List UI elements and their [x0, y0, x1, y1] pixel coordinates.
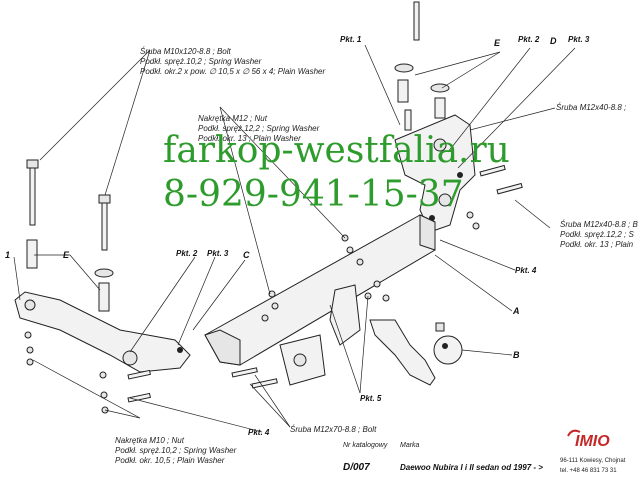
marker-pkt5: Pkt. 5 [360, 394, 382, 403]
svg-text:Podkł. okr. 10,5 ; Plain Washe: Podkł. okr. 10,5 ; Plain Washer [115, 456, 225, 465]
marker-e-top: E [494, 38, 501, 48]
top-bolts [394, 1, 450, 131]
marker-e-left: E [63, 250, 70, 260]
marker-pkt1-top: Pkt. 1 [340, 35, 362, 44]
marker-a: A [512, 306, 520, 316]
label-nut-m10: Nakrętka M10 ; Nut Podkł. spręż.10,2 ; S… [115, 436, 237, 465]
marker-pkt3-top: Pkt. 3 [568, 35, 590, 44]
left-bolts [24, 159, 114, 414]
svg-text:Podkł. spręż.10,2 ; Spring Was: Podkł. spręż.10,2 ; Spring Washer [115, 446, 237, 455]
cross-beam [204, 214, 436, 366]
marker-c: C [243, 250, 250, 260]
marker-pkt2-top: Pkt. 2 [518, 35, 540, 44]
marker-pkt3-left: Pkt. 3 [207, 249, 229, 258]
label-bolt-m12x70: Śruba M12x70-8.8 ; Bolt [290, 425, 377, 434]
leader-lines [13, 44, 576, 433]
svg-text:Podkł. okr. 13 ; Plain Washer: Podkł. okr. 13 ; Plain Washer [198, 134, 301, 143]
marker-pkt4-right: Pkt. 4 [515, 266, 537, 275]
svg-text:Śruba M10x120-8.8 ; Bolt: Śruba M10x120-8.8 ; Bolt [140, 47, 232, 56]
imio-logo: IMIO [575, 433, 610, 450]
svg-text:Podkł. spręż.12,2 ; Spring Was: Podkł. spręż.12,2 ; Spring Washer [198, 124, 320, 133]
svg-text:Podkł. okr.2 x pow. ∅ 10,5 x ∅: Podkł. okr.2 x pow. ∅ 10,5 x ∅ 56 x 4; P… [140, 67, 325, 76]
svg-text:Nakrętka M10 ; Nut: Nakrętka M10 ; Nut [115, 436, 185, 445]
marker-d: D [550, 36, 557, 46]
marker-pkt4-bottom: Pkt. 4 [248, 428, 270, 437]
title-block: Nr katalogowy D/007 Marka Daewoo Nubira … [343, 429, 626, 474]
label-bolt-m10: Śruba M10x120-8.8 ; Bolt Podkł. spręż.10… [140, 47, 325, 76]
catalog-label: Nr katalogowy [343, 442, 388, 449]
label-nut-m12: Nakrętka M12 ; Nut Podkł. spręż.12,2 ; S… [198, 114, 320, 143]
center-bracket [279, 284, 361, 386]
svg-text:Podkł. spręż.10,2 ; Spring Was: Podkł. spręż.10,2 ; Spring Washer [140, 57, 262, 66]
catalog-number: D/007 [343, 462, 370, 473]
svg-text:Podkł. okr. 13 ; Plain: Podkł. okr. 13 ; Plain [560, 240, 634, 249]
label-bolt-m12x40-b: Śruba M12x40-8.8 ; B Podkł. spręż.12,2 ;… [560, 220, 639, 249]
markers: Pkt. 1 Pkt. 2 Pkt. 3 E D 1 E Pkt. 2 Pkt.… [5, 35, 590, 437]
company-phone: tel. +48 46 831 73 31 [560, 468, 617, 474]
marker-one: 1 [5, 250, 10, 260]
label-bolt-m12x40-a: Śruba M12x40-8.8 ; [556, 103, 626, 112]
svg-text:Nakrętka M12 ; Nut: Nakrętka M12 ; Nut [198, 114, 268, 123]
svg-text:Śruba M12x70-8.8 ; Bolt: Śruba M12x70-8.8 ; Bolt [290, 425, 377, 434]
company-address: 96-111 Kowiesy, Chojnat [560, 458, 626, 464]
left-side-bracket [14, 291, 191, 373]
ball-arm [369, 319, 463, 386]
vehicle-model: Daewoo Nubira I i II sedan od 1997 - > [400, 463, 543, 472]
marker-pkt2-left: Pkt. 2 [176, 249, 198, 258]
svg-text:Śruba M12x40-8.8 ;: Śruba M12x40-8.8 ; [556, 103, 626, 112]
svg-text:Śruba M12x40-8.8 ; B: Śruba M12x40-8.8 ; B [560, 220, 639, 229]
watermark-phone: 8-929-941-15-37 [163, 174, 464, 215]
marker-b: B [513, 350, 520, 360]
make-label: Marka [400, 442, 420, 449]
svg-text:Podkł. spręż.12,2 ; S: Podkł. spręż.12,2 ; S [560, 230, 635, 239]
right-bolts [466, 164, 523, 230]
watermark-site: farkop-westfalia.ru [163, 130, 510, 171]
watermark: farkop-westfalia.ru 8-929-941-15-37 [163, 130, 510, 215]
